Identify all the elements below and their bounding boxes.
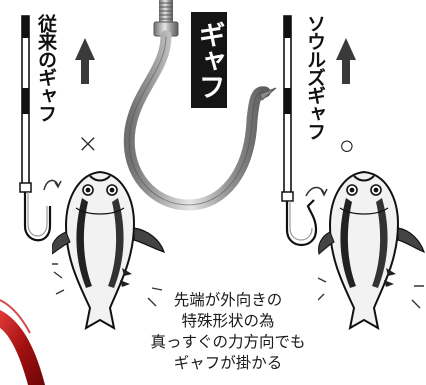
gaff-hook-illustration — [123, 0, 277, 211]
circle-mark: ○ — [339, 131, 355, 161]
explanation-caption: 先端が外向きの 特殊形状の為 真っすぐの力方向でも ギャフが掛かる — [133, 290, 323, 374]
caption-line-4: ギャフが掛かる — [173, 354, 283, 372]
tuna-fish-right-illustration — [318, 170, 425, 330]
conventional-gaff-illustration — [19, 15, 95, 242]
souls-gaff-label: ソウルズギャフ — [304, 14, 326, 140]
caption-line-3: 真っすぐの力方向でも — [150, 333, 306, 351]
tuna-fish-left-illustration — [52, 170, 165, 330]
souls-gaff-illustration — [281, 15, 356, 246]
cross-mark: × — [77, 129, 99, 159]
gaff-title-label: ギャフ — [191, 12, 227, 108]
caption-line-2: 特殊形状の為 — [181, 312, 275, 330]
caption-line-1: 先端が外向きの — [173, 291, 283, 309]
conventional-gaff-label: 従来のギャフ — [35, 14, 57, 122]
